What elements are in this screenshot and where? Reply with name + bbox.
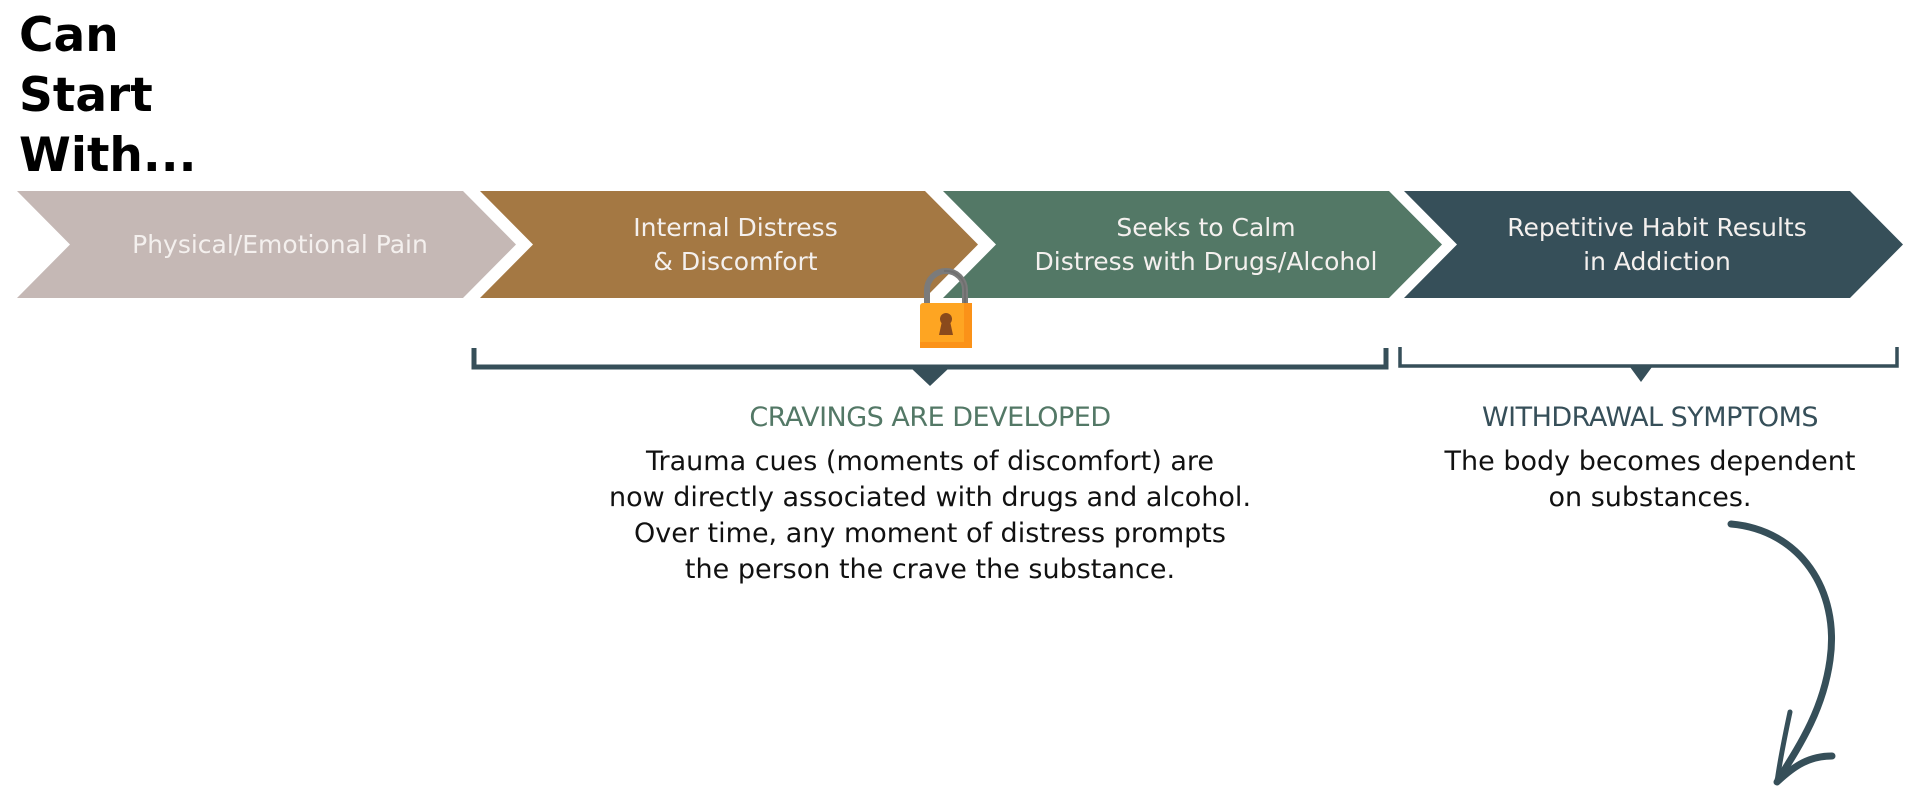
curved-arrow-down-icon [1727, 520, 1836, 786]
step-4-line-2: in Addiction [1583, 246, 1731, 276]
step-label-3: Seeks to Calm Distress with Drugs/Alcoho… [996, 191, 1416, 298]
withdrawal-heading: WITHDRAWAL SYMPTOMS [1481, 402, 1819, 433]
step-2-line-2: & Discomfort [653, 246, 818, 276]
step-label-4: Repetitive Habit Results in Addiction [1457, 191, 1857, 298]
title-line: With... [19, 128, 197, 183]
title-line: Start [19, 68, 153, 123]
bracket-pointer-icon [912, 369, 948, 386]
description-line: the person the crave the substance. [684, 554, 1176, 585]
title-line: Can [19, 8, 119, 63]
padlock-icon [920, 268, 972, 348]
step-2-line-1: Internal Distress [633, 212, 838, 242]
cravings-heading: CRAVINGS ARE DEVELOPED [749, 402, 1111, 433]
diagram-title: Can Start With... [19, 6, 196, 186]
step-label-1: Physical/Emotional Pain [70, 191, 490, 298]
step-3-line-2: Distress with Drugs/Alcohol [1034, 246, 1378, 276]
step-4-line-1: Repetitive Habit Results [1507, 212, 1807, 242]
chevron-step-4 [1404, 191, 1903, 298]
step-1-line-1: Physical/Emotional Pain [132, 229, 428, 259]
chevron-step-2 [480, 191, 978, 298]
bracket-withdrawal [1398, 347, 1899, 368]
description-line: The body becomes dependent [1444, 446, 1856, 477]
chevron-step-3 [943, 191, 1442, 298]
description-line: Trauma cues (moments of discomfort) are [645, 446, 1214, 477]
description-line: on substances. [1548, 482, 1752, 513]
description-line: Over time, any moment of distress prompt… [634, 518, 1226, 549]
step-label-2: Internal Distress & Discomfort [533, 191, 938, 298]
description-line: now directly associated with drugs and a… [608, 482, 1252, 513]
chevron-step-1 [17, 191, 516, 298]
bracket-pointer-icon [1630, 367, 1652, 382]
withdrawal-description: The body becomes dependent on substances… [1400, 444, 1900, 516]
bracket-cravings [471, 348, 1389, 370]
step-3-line-1: Seeks to Calm [1116, 212, 1296, 242]
cravings-description: Trauma cues (moments of discomfort) are … [530, 444, 1330, 588]
